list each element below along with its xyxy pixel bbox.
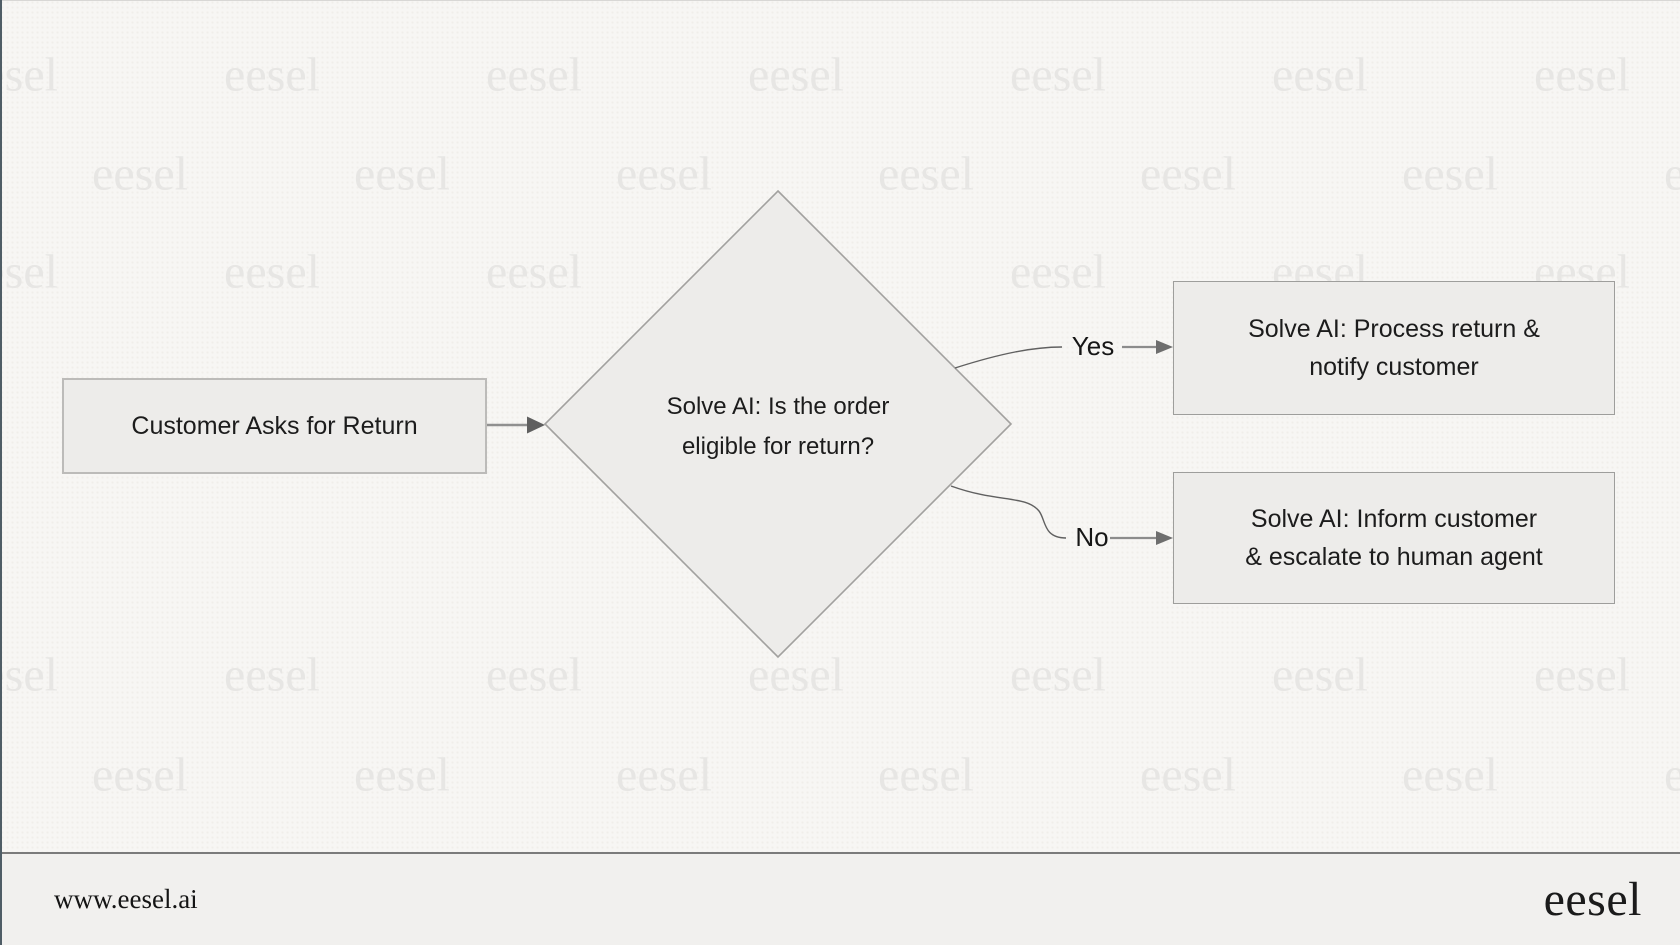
yes-edge-curve: [954, 346, 1063, 369]
page-top-border: [0, 0, 1680, 1]
yes-edge-label: Yes: [1071, 331, 1115, 361]
watermark-text: eesel: [224, 245, 320, 299]
watermark-text: eesel: [1664, 147, 1680, 201]
footer-website-url: www.eesel.ai: [54, 884, 198, 914]
node-label: Customer Asks for Return: [131, 411, 418, 440]
yes-edge-arrowhead: [1156, 340, 1173, 354]
watermark-text: eesel: [92, 748, 188, 802]
no-edge-arrowhead: [1156, 531, 1173, 545]
watermark-text: eesel: [878, 748, 974, 802]
watermark-text: eesel: [616, 748, 712, 802]
watermark-text: eesel: [1010, 245, 1106, 299]
watermark-text: eesel: [1534, 48, 1630, 102]
page-left-border: [0, 0, 2, 945]
watermark-text: eesel: [616, 147, 712, 201]
watermark-text: eesel: [354, 748, 450, 802]
watermark-text: eesel: [1140, 147, 1236, 201]
node-escalate-human: Solve AI: Inform customer & escalate to …: [1173, 472, 1615, 604]
watermark-text: eesel: [486, 48, 582, 102]
node-decision-label: Solve AI: Is the order eligible for retu…: [608, 382, 948, 472]
watermark-text: eesel: [1402, 748, 1498, 802]
watermark-text: eesel: [1402, 147, 1498, 201]
watermark-text: eesel: [1272, 48, 1368, 102]
watermark-text: eesel: [1664, 748, 1680, 802]
node-label-line-1: Solve AI: Inform customer: [1250, 505, 1538, 533]
node-label-line-2: notify customer: [1309, 353, 1479, 381]
watermark-text: eesel: [878, 147, 974, 201]
watermark-text: eesel: [0, 648, 58, 702]
watermark-text: eesel: [1010, 48, 1106, 102]
node-process-return: Solve AI: Process return & notify custom…: [1173, 281, 1615, 415]
watermark-text: eesel: [0, 48, 58, 102]
watermark-text: eesel: [748, 48, 844, 102]
start-to-decision-arrowhead: [527, 416, 545, 434]
decision-diamond-shape: [543, 189, 1013, 659]
no-edge-curve: [950, 485, 1067, 539]
watermark-text: eesel: [1140, 748, 1236, 802]
watermark-text: eesel: [486, 245, 582, 299]
decision-label-line-2: eligible for return?: [681, 433, 875, 460]
node-label-line-1: Solve AI: Process return &: [1248, 315, 1540, 343]
node-label-line-2: & escalate to human agent: [1245, 543, 1543, 571]
watermark-text: eesel: [92, 147, 188, 201]
watermark-text: eesel: [1534, 648, 1630, 702]
watermark-text: eesel: [224, 648, 320, 702]
node-customer-asks-return: Customer Asks for Return: [62, 378, 487, 474]
watermark-text: eesel: [1010, 648, 1106, 702]
footer-bar: www.eesel.ai eesel: [0, 852, 1680, 945]
flowchart-connectors: [484, 189, 1173, 659]
watermark-text: eesel: [748, 648, 844, 702]
watermark-text: eesel: [224, 48, 320, 102]
watermark-text: eesel: [1272, 648, 1368, 702]
watermark-text: eesel: [354, 147, 450, 201]
decision-label-line-1: Solve AI: Is the order: [666, 393, 890, 420]
no-edge-label: No: [1075, 522, 1109, 552]
watermark-text: eesel: [0, 245, 58, 299]
watermark-text: eesel: [486, 648, 582, 702]
eesel-logo: eesel: [1543, 873, 1642, 926]
